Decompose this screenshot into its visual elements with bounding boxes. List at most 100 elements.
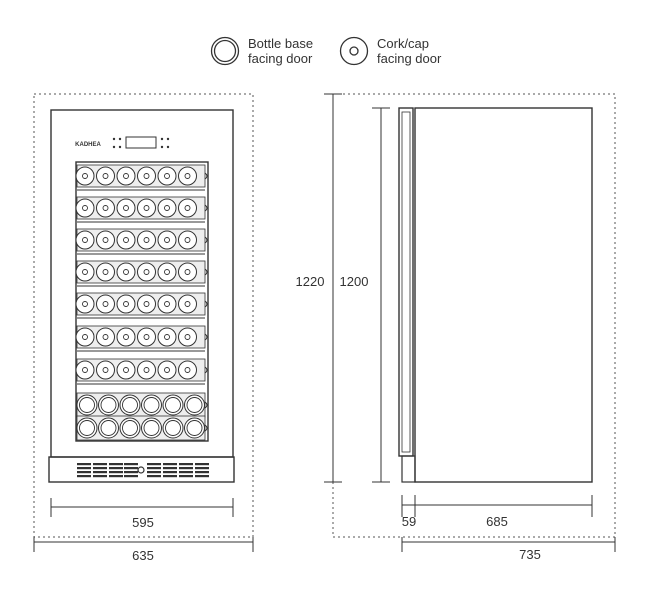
bottle-cork-mark <box>96 166 115 186</box>
bottle-cork-mark <box>178 327 197 347</box>
vent-slot <box>109 467 123 470</box>
shelf-row <box>75 292 208 319</box>
control-button-icon <box>160 145 164 149</box>
bottle-cork-mark <box>137 327 156 347</box>
bottle-cork-mark <box>157 327 177 347</box>
side-door <box>398 107 414 457</box>
shelf-row <box>75 358 208 385</box>
vent-slot <box>147 471 161 474</box>
vent-slot <box>195 471 209 474</box>
shelf-row <box>75 228 208 255</box>
bottle-cork-mark <box>96 360 115 380</box>
dimension-inner-width: 595 <box>132 515 154 530</box>
vent-slot <box>179 463 193 466</box>
shelf-row <box>76 392 208 418</box>
bottle-cork-mark <box>157 262 177 282</box>
shelf-row <box>75 196 208 223</box>
control-button-icon <box>118 145 122 149</box>
shelf-row <box>75 260 208 287</box>
control-button-icon <box>112 137 116 141</box>
dimension-outer-height: 1220 <box>296 274 325 289</box>
legend-cork-cap-line1: Cork/cap <box>377 36 429 51</box>
bottle-base-mark <box>119 394 141 416</box>
vent-slot <box>124 463 138 466</box>
vent-slot <box>77 463 91 466</box>
bottle-cork-mark <box>157 294 177 314</box>
bottle-base-mark <box>141 417 162 439</box>
vent-slot <box>147 475 161 478</box>
shelf-row <box>76 415 208 441</box>
vent-slot <box>163 475 177 478</box>
legend-cork-cap-line2: facing door <box>377 51 442 66</box>
vent-slot <box>195 467 209 470</box>
bottle-base-mark <box>162 394 184 416</box>
dimension-door-depth: 59 <box>402 514 416 529</box>
power-button-icon <box>137 466 145 474</box>
shelf-row <box>75 325 208 352</box>
bottle-cork-mark <box>137 166 156 186</box>
vent-slot <box>179 471 193 474</box>
legend-bottle-base-line2: facing door <box>248 51 313 66</box>
vent-slot <box>77 467 91 470</box>
bottle-base-icon <box>210 36 240 66</box>
side-kickplate <box>401 455 416 483</box>
bottle-cork-mark <box>157 230 177 250</box>
bottle-cork-mark <box>96 230 115 250</box>
bottle-cork-mark <box>96 198 115 218</box>
bottle-cork-mark <box>116 360 136 380</box>
control-button-icon <box>160 137 164 141</box>
side-outer-clearance <box>332 93 616 538</box>
dimension-inner-height: 1200 <box>340 274 369 289</box>
vent-slot <box>124 467 138 470</box>
bottle-cork-mark <box>75 166 95 186</box>
control-display <box>125 136 157 149</box>
dimension-body-depth: 685 <box>486 514 508 529</box>
vent-slot <box>77 471 91 474</box>
control-button-icon <box>166 137 170 141</box>
bottle-cork-mark <box>137 198 156 218</box>
vent-slot <box>179 467 193 470</box>
bottle-cork-mark <box>137 360 156 380</box>
bottle-cork-mark <box>178 166 197 186</box>
vent-slot <box>147 463 161 466</box>
shelf-row <box>75 164 208 191</box>
side-body <box>414 107 593 483</box>
bottle-cork-mark <box>75 327 95 347</box>
vent-slot <box>124 471 138 474</box>
bottle-cork-mark <box>178 294 197 314</box>
bottle-base-mark <box>76 417 98 439</box>
vent-slot <box>93 471 107 474</box>
bottle-cork-mark <box>96 294 115 314</box>
bottle-cork-mark <box>178 198 197 218</box>
side-view: 1220 1200 59 685 735 <box>296 93 616 562</box>
brand-logo: KADHEA <box>75 142 101 148</box>
control-button-icon <box>118 137 122 141</box>
bottle-cork-mark <box>116 262 136 282</box>
bottle-cork-mark <box>75 294 95 314</box>
vent-slot <box>93 467 107 470</box>
bottle-cork-mark <box>116 230 136 250</box>
bottle-base-mark <box>119 417 141 439</box>
bottle-cork-mark <box>178 360 197 380</box>
bottle-cork-mark <box>116 327 136 347</box>
vent-slot <box>163 467 177 470</box>
bottle-cork-mark <box>96 262 115 282</box>
control-button-icon <box>166 145 170 149</box>
legend-bottle-base-line1: Bottle base <box>248 36 313 51</box>
vent-slot <box>93 475 107 478</box>
vent-slot <box>109 475 123 478</box>
bottle-base-mark <box>98 394 119 416</box>
bottle-base-mark <box>98 417 119 439</box>
vent-slot <box>195 463 209 466</box>
bottle-cork-mark <box>137 262 156 282</box>
bottle-cork-mark <box>178 230 197 250</box>
vent-slot <box>77 475 91 478</box>
bottle-cork-mark <box>157 360 177 380</box>
vent-slot <box>124 475 138 478</box>
bottle-cork-mark <box>96 327 115 347</box>
bottle-cork-mark <box>178 262 197 282</box>
shelves <box>75 164 208 441</box>
bottle-cork-mark <box>116 166 136 186</box>
bottle-cork-mark <box>75 262 95 282</box>
